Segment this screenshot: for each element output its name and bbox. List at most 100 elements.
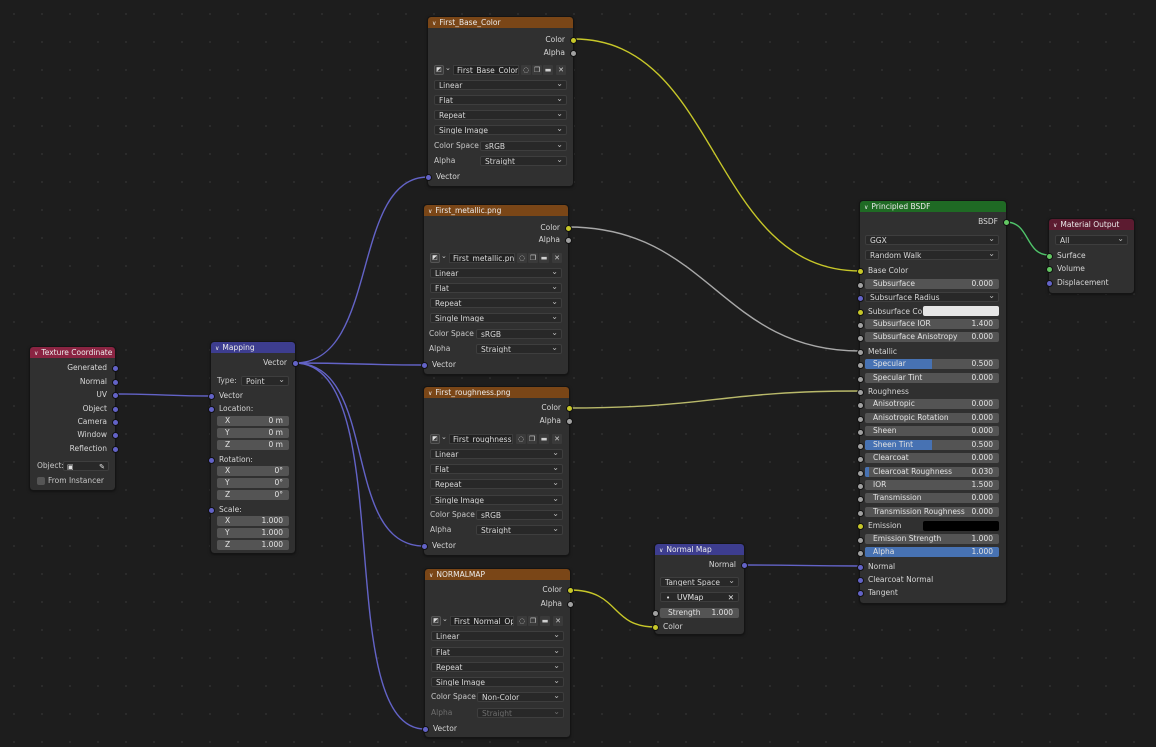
- socket-dot[interactable]: [856, 335, 864, 342]
- socket-dot[interactable]: [291, 360, 299, 367]
- extension-dropdown[interactable]: Repeat: [431, 662, 564, 672]
- socket-ior[interactable]: [856, 480, 1006, 491]
- socket-dot[interactable]: [856, 416, 864, 423]
- socket-location[interactable]: Location:: [207, 403, 295, 414]
- socket-scale[interactable]: Scale:: [207, 504, 295, 515]
- node-header[interactable]: ∨First_Base_Color: [428, 17, 573, 28]
- socket-dot[interactable]: [564, 237, 572, 244]
- alpha-mode-dropdown[interactable]: Straight: [480, 156, 567, 166]
- socket-dot[interactable]: [111, 365, 119, 372]
- socket-uv[interactable]: UV: [30, 389, 119, 400]
- socket-dot[interactable]: [569, 50, 577, 57]
- fake-user-shield-icon[interactable]: ◌: [516, 434, 526, 444]
- socket-color[interactable]: Color: [424, 222, 572, 233]
- chevron-down-icon[interactable]: ∨: [1053, 222, 1058, 229]
- socket-normal[interactable]: Normal: [30, 376, 119, 387]
- color-space-dropdown[interactable]: sRGB: [476, 329, 562, 339]
- socket-dot[interactable]: [856, 510, 864, 517]
- chevron-down-icon[interactable]: ⌄: [441, 252, 447, 260]
- socket-dot[interactable]: [565, 405, 573, 412]
- socket-dot[interactable]: [207, 457, 215, 464]
- close-icon[interactable]: ✕: [552, 434, 562, 444]
- texture-coordinate-node[interactable]: ∨Texture Coordinate Generated Normal UV …: [29, 346, 119, 491]
- socket-clearcoat-normal[interactable]: Clearcoat Normal: [856, 574, 1006, 585]
- folder-icon[interactable]: ▬: [539, 253, 549, 263]
- duplicate-icon[interactable]: ❐: [527, 434, 537, 444]
- socket-dot[interactable]: [856, 523, 864, 530]
- image-texture-node[interactable]: ∨First_Base_Color Color Alpha ◩⌄ First_B…: [424, 16, 577, 187]
- socket-dot[interactable]: [856, 429, 864, 436]
- source-dropdown[interactable]: Single Image: [430, 495, 563, 505]
- socket-rotation[interactable]: Rotation:: [207, 454, 295, 465]
- image-icon[interactable]: ◩: [434, 65, 444, 75]
- chevron-down-icon[interactable]: ∨: [428, 390, 433, 397]
- fake-user-shield-icon[interactable]: ◌: [517, 616, 527, 626]
- socket-dot[interactable]: [856, 496, 864, 503]
- socket-dot[interactable]: [856, 376, 864, 383]
- socket-alpha[interactable]: Alpha: [428, 47, 577, 58]
- socket-dot[interactable]: [856, 443, 864, 450]
- node-header[interactable]: ∨First_metallic.png: [424, 205, 568, 216]
- extension-dropdown[interactable]: Repeat: [434, 110, 567, 120]
- socket-transmission-roughness[interactable]: [856, 507, 1006, 518]
- socket-transmission[interactable]: [856, 493, 1006, 504]
- socket-dot[interactable]: [424, 174, 432, 181]
- socket-dot[interactable]: [856, 537, 864, 544]
- socket-vector-in[interactable]: Vector: [420, 540, 569, 551]
- socket-dot[interactable]: [856, 309, 864, 316]
- interpolation-dropdown[interactable]: Linear: [430, 449, 563, 459]
- material-output-node[interactable]: ∨Material Output All Surface Volume Disp…: [1045, 218, 1135, 294]
- socket-surface[interactable]: Surface: [1045, 250, 1134, 261]
- image-name-field[interactable]: First_roughness....: [449, 434, 513, 444]
- socket-dot[interactable]: [856, 362, 864, 369]
- normal-map-node[interactable]: ∨Normal Map Normal Tangent Space • UVMap…: [651, 543, 748, 635]
- projection-dropdown[interactable]: Flat: [434, 95, 567, 105]
- socket-dot[interactable]: [111, 406, 119, 413]
- chevron-down-icon[interactable]: ∨: [428, 208, 433, 215]
- target-dropdown[interactable]: All: [1055, 235, 1128, 245]
- socket-emission-strength[interactable]: [856, 534, 1006, 545]
- socket-dot[interactable]: [856, 295, 864, 302]
- socket-dot[interactable]: [1045, 266, 1053, 273]
- socket-dot[interactable]: [856, 268, 864, 275]
- socket-dot[interactable]: [856, 470, 864, 477]
- chevron-down-icon[interactable]: ∨: [34, 350, 39, 357]
- image-selector[interactable]: ◩⌄ First_metallic.png ◌ ❐ ▬ ✕: [430, 252, 564, 264]
- socket-dot[interactable]: [111, 419, 119, 426]
- socket-dot[interactable]: [111, 379, 119, 386]
- image-icon[interactable]: ◩: [430, 434, 440, 444]
- image-texture-node[interactable]: ∨NORMALMAP Color Alpha ◩⌄ First_Normal_O…: [421, 568, 574, 738]
- socket-dot[interactable]: [856, 577, 864, 584]
- socket-object[interactable]: Object: [30, 403, 119, 414]
- socket-generated[interactable]: Generated: [30, 362, 119, 373]
- socket-color[interactable]: Color: [425, 584, 574, 595]
- socket-alpha[interactable]: [856, 547, 1006, 558]
- socket-vector-in[interactable]: Vector: [207, 390, 295, 401]
- socket-dot[interactable]: [569, 37, 577, 44]
- interpolation-dropdown[interactable]: Linear: [430, 268, 562, 278]
- fake-user-shield-icon[interactable]: ◌: [521, 65, 531, 75]
- type-dropdown[interactable]: Point: [241, 376, 289, 386]
- socket-anisotropic-rotation[interactable]: [856, 413, 1006, 424]
- fake-user-shield-icon[interactable]: ◌: [517, 253, 527, 263]
- image-texture-node[interactable]: ∨First_roughness.png Color Alpha ◩⌄ Firs…: [420, 386, 573, 556]
- socket-volume[interactable]: Volume: [1045, 263, 1134, 274]
- socket-dot[interactable]: [421, 726, 429, 733]
- socket-dot[interactable]: [856, 402, 864, 409]
- node-header[interactable]: ∨NORMALMAP: [425, 569, 570, 580]
- socket-vector-in[interactable]: Vector: [424, 171, 573, 182]
- socket-roughness[interactable]: Roughness: [856, 386, 1006, 397]
